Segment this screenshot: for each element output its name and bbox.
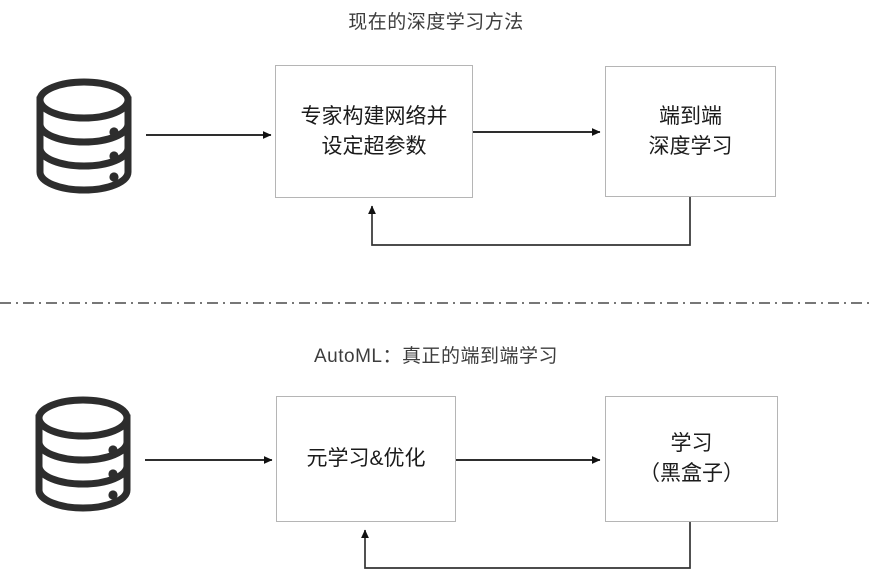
edge-blackbox-feedback-to-meta xyxy=(361,522,691,569)
node-end-to-end-deep-learning[interactable]: 端到端 深度学习 xyxy=(605,66,776,197)
database-icon xyxy=(36,78,132,194)
node-learning-black-box[interactable]: 学习 （黑盒子） xyxy=(605,396,778,522)
database-icon xyxy=(35,396,131,512)
node-expert-design[interactable]: 专家构建网络并 设定超参数 xyxy=(275,65,473,198)
section-title-current: 现在的深度学习方法 xyxy=(348,12,524,33)
node-meta-learning-optimization[interactable]: 元学习&优化 xyxy=(276,396,456,522)
edge-e2e-feedback-to-expert xyxy=(368,197,691,246)
section-title-automl: AutoML：真正的端到端学习 xyxy=(314,346,558,367)
